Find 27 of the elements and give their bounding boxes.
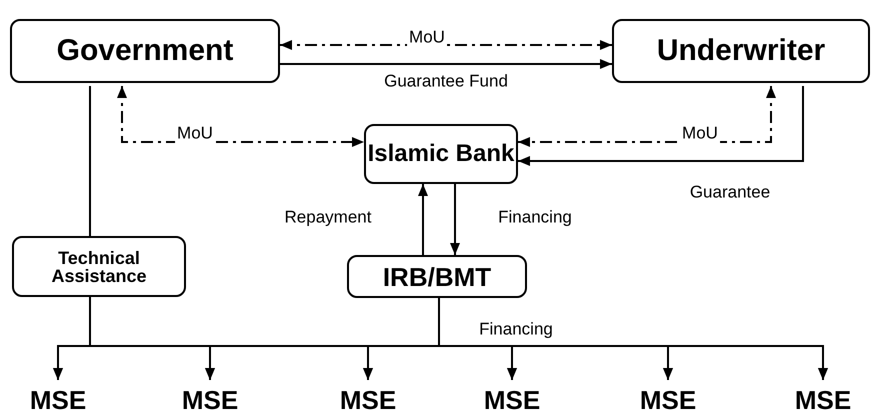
entity-label: MSE (18, 380, 98, 420)
entity-label: MSE (628, 380, 708, 420)
box-label: IRB/BMT (382, 264, 492, 290)
connector-arrow (518, 86, 804, 166)
connector-arrow (418, 184, 428, 255)
box-label: Government (56, 36, 234, 66)
process-box (364, 124, 518, 184)
connector-arrow (280, 59, 612, 69)
entity-label: MSE (328, 380, 408, 420)
box-label: Technical Assistance (50, 248, 148, 284)
edge-label: MoU (680, 124, 720, 144)
box-label: Islamic Bank (368, 142, 514, 166)
process-box (347, 255, 527, 298)
edge-label: MoU (407, 28, 447, 48)
entity-label: MSE (170, 380, 250, 420)
process-box (612, 19, 870, 83)
edge-label: MoU (175, 124, 215, 144)
box-label: Underwriter (656, 36, 826, 66)
connector-arrow (280, 40, 612, 50)
entity-label: MSE (783, 380, 863, 420)
entity-label: MSE (472, 380, 552, 420)
connector-arrow (117, 86, 364, 147)
connector-arrow (518, 86, 776, 147)
edge-label: Repayment (282, 208, 374, 228)
process-box (12, 236, 186, 297)
process-box (10, 19, 280, 83)
connector-arrow (450, 184, 460, 255)
